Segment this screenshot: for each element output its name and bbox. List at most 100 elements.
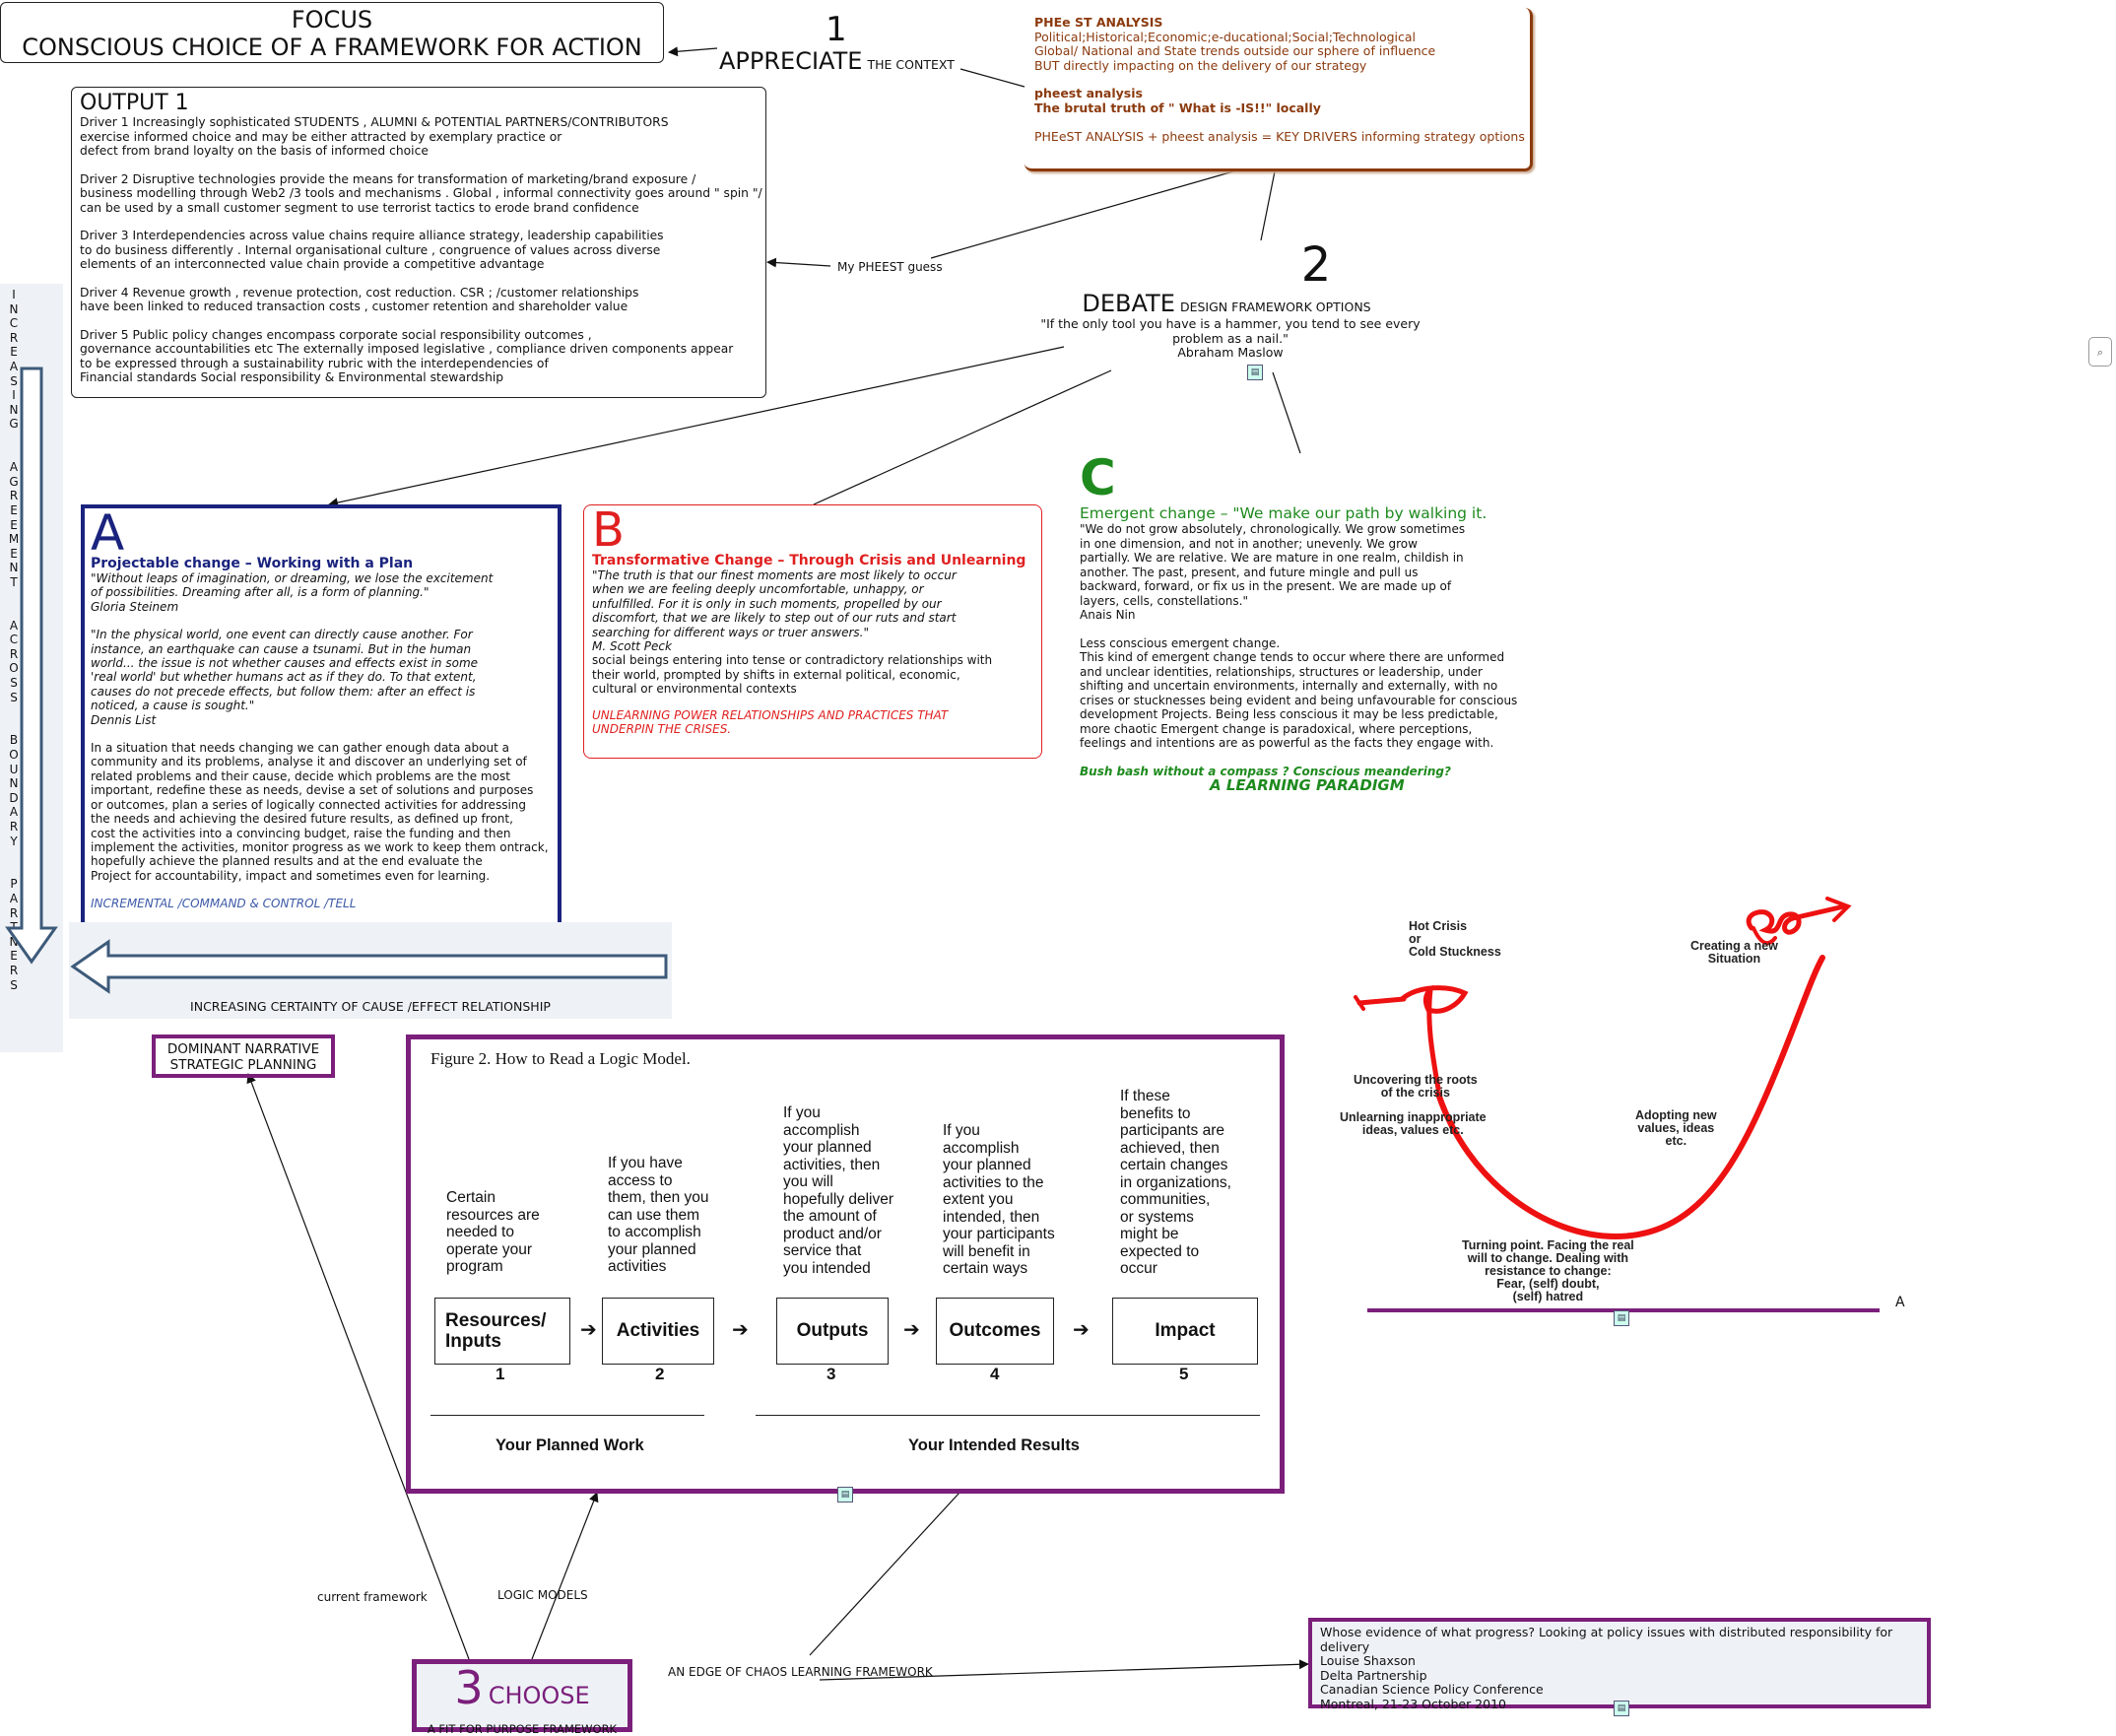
appreciate-title: APPRECIATE (719, 47, 863, 75)
lm-text-4: If you accomplish your planned activitie… (943, 1122, 1055, 1277)
option-c-quote: "We do not grow absolutely, chronologica… (1080, 522, 1466, 608)
lm-arrow-4: ➔ (1073, 1317, 1090, 1341)
option-c-question: Bush bash without a compass ? Conscious … (1080, 764, 1451, 778)
option-a-quote1: "Without leaps of imagination, or dreami… (91, 571, 494, 600)
link-logic-choose (809, 1492, 960, 1656)
note-icon[interactable]: ▤ (1614, 1701, 1629, 1716)
lm-arrow-2: ➔ (732, 1317, 749, 1341)
link-label-logic-models: LOGIC MODELS (497, 1588, 588, 1602)
left-arrow (70, 939, 668, 994)
option-b-footer: UNLEARNING POWER RELATIONSHIPS AND PRACT… (592, 707, 949, 737)
option-b-body: social beings entering into tense or con… (592, 653, 993, 697)
option-a-body: In a situation that needs changing we ca… (91, 741, 549, 883)
reference-box[interactable]: Whose evidence of what progress? Looking… (1308, 1618, 1931, 1711)
output1-driver3: Driver 3 Interdependencies across value … (80, 229, 664, 271)
lm-step-activities: Activities (602, 1298, 714, 1365)
focus-box[interactable]: FOCUS CONSCIOUS CHOICE OF A FRAMEWORK FO… (0, 2, 664, 63)
horizontal-label: INCREASING CERTAINTY OF CAUSE /EFFECT RE… (190, 999, 551, 1014)
crisis-hot: Hot Crisis or Cold Stuckness (1409, 919, 1501, 959)
link-appreciate-focus (668, 46, 718, 57)
option-a-letter: A (91, 504, 125, 562)
option-b-quote: "The truth is that our finest moments ar… (592, 568, 957, 639)
debate-author: Abraham Maslow (1177, 345, 1284, 360)
crisis-adopting: Adopting new values, ideas etc. (1635, 1108, 1717, 1148)
lm-num-1: 1 (496, 1365, 505, 1383)
lm-divider-intended (756, 1415, 1260, 1416)
reference-title: Whose evidence of what progress? Looking… (1320, 1625, 1893, 1654)
lm-text-1: Certain resources are needed to operate … (446, 1189, 540, 1275)
logic-model-caption: Figure 2. How to Read a Logic Model. (430, 1049, 691, 1068)
note-icon[interactable]: ▤ (1247, 365, 1263, 380)
lm-step-outputs: Outputs (776, 1298, 889, 1365)
lm-arrow-3: ➔ (903, 1317, 920, 1341)
option-a-title: Projectable change – Working with a Plan (91, 556, 414, 571)
appreciate-node[interactable]: 1 APPRECIATE THE CONTEXT (719, 12, 965, 75)
option-a-quote2: "In the physical world, one event can di… (91, 628, 479, 713)
option-a-author2: Dennis List (91, 712, 157, 727)
dominant-line2: STRATEGIC PLANNING (169, 1057, 317, 1073)
debate-title: DEBATE (1082, 290, 1175, 317)
lm-step-outcomes: Outcomes (936, 1298, 1054, 1365)
output1-driver1: Driver 1 Increasingly sophisticated STUD… (80, 115, 669, 158)
reference-org: Delta Partnership (1320, 1667, 1427, 1683)
link-choose-reference (819, 1659, 1309, 1681)
option-b-title: Transformative Change – Through Crisis a… (592, 553, 1026, 568)
link-debate-a (328, 346, 1065, 508)
crisis-diagram: Hot Crisis or Cold Stuckness Creating a … (1320, 887, 1911, 1330)
side-widget-icon[interactable]: ⌕ (2088, 337, 2112, 367)
pheest-brutal-truth: The brutal truth of " What is -IS!!" loc… (1034, 100, 1321, 115)
output1-box[interactable]: OUTPUT 1 Driver 1 Increasingly sophistic… (71, 87, 766, 398)
appreciate-subtitle: THE CONTEXT (867, 57, 955, 72)
crisis-turning: Turning point. Facing the real will to c… (1462, 1238, 1634, 1303)
choose-box[interactable]: 3 CHOOSE A FIT FOR PURPOSE FRAMEWORK (412, 1659, 632, 1736)
down-arrow (5, 367, 58, 965)
link-choose-dominant (246, 1073, 470, 1660)
option-c-author: Anais Nin (1080, 608, 1136, 622)
choose-number: 3 (454, 1661, 484, 1714)
pheest-heading: PHEe ST ANALYSIS (1034, 15, 1163, 30)
reference-author: Louise Shaxson (1320, 1653, 1416, 1669)
dominant-line1: DOMINANT NARRATIVE (166, 1041, 320, 1057)
lm-step-resources: Resources/ Inputs (434, 1298, 570, 1365)
link-label-edge-of-chaos: AN EDGE OF CHAOS LEARNING FRAMEWORK (668, 1665, 933, 1679)
crisis-creating: Creating a new Situation (1690, 939, 1778, 966)
note-icon[interactable]: ▤ (1614, 1310, 1629, 1326)
lm-num-2: 2 (655, 1365, 665, 1383)
logic-model-box[interactable]: Figure 2. How to Read a Logic Model. Cer… (406, 1035, 1285, 1494)
choose-subtitle: A FIT FOR PURPOSE FRAMEWORK (427, 1722, 618, 1736)
focus-title: FOCUS (291, 6, 373, 33)
option-c-letter: C (1080, 449, 1116, 506)
output1-driver4: Driver 4 Revenue growth , revenue protec… (80, 285, 639, 314)
option-a-box[interactable]: A Projectable change – Working with a Pl… (81, 504, 562, 926)
lm-planned-label: Your Planned Work (496, 1436, 644, 1454)
link-debate-b (813, 369, 1112, 505)
crisis-curve (1354, 897, 1852, 1240)
pheest-sub-heading: pheest analysis (1034, 86, 1143, 101)
link-debate-c (1272, 371, 1301, 454)
pheest-box[interactable]: PHEe ST ANALYSIS Political;Historical;Ec… (1025, 8, 1533, 171)
option-c-box[interactable]: C Emergent change – "We make our path by… (1080, 451, 1543, 793)
output1-driver2: Driver 2 Disruptive technologies provide… (80, 171, 762, 215)
debate-quote: "If the only tool you have is a hammer, … (1040, 316, 1421, 346)
debate-subtitle: DESIGN FRAMEWORK OPTIONS (1179, 300, 1371, 314)
link-guess-output (766, 257, 831, 268)
lm-divider-planned (430, 1415, 704, 1416)
output1-driver5: Driver 5 Public policy changes encompass… (80, 327, 734, 385)
focus-subtitle: CONSCIOUS CHOICE OF A FRAMEWORK FOR ACTI… (22, 33, 642, 61)
appreciate-number: 1 (826, 10, 847, 49)
debate-number: 2 (1300, 237, 1332, 293)
choose-title: CHOOSE (488, 1682, 590, 1709)
crisis-unlearning: Unlearning inappropriate ideas, values e… (1340, 1110, 1487, 1137)
reference-place: Montreal, 21-23 October 2010 (1320, 1696, 1506, 1711)
option-b-box[interactable]: B Transformative Change – Through Crisis… (583, 504, 1042, 759)
pheest-formula: PHEeST ANALYSIS + pheest analysis = KEY … (1034, 128, 1525, 144)
link-pheest-output (930, 170, 1234, 259)
note-icon[interactable]: ▤ (837, 1487, 853, 1502)
crisis-uncovering: Uncovering the roots of the crisis (1354, 1073, 1478, 1100)
option-b-letter: B (592, 502, 625, 558)
option-c-title: Emergent change – "We make our path by w… (1080, 504, 1488, 522)
dominant-narrative-box[interactable]: DOMINANT NARRATIVE STRATEGIC PLANNING (152, 1035, 335, 1078)
lm-text-2: If you have access to them, then you can… (608, 1155, 709, 1275)
debate-node[interactable]: 2 DEBATE DESIGN FRAMEWORK OPTIONS "If th… (1040, 237, 1458, 380)
